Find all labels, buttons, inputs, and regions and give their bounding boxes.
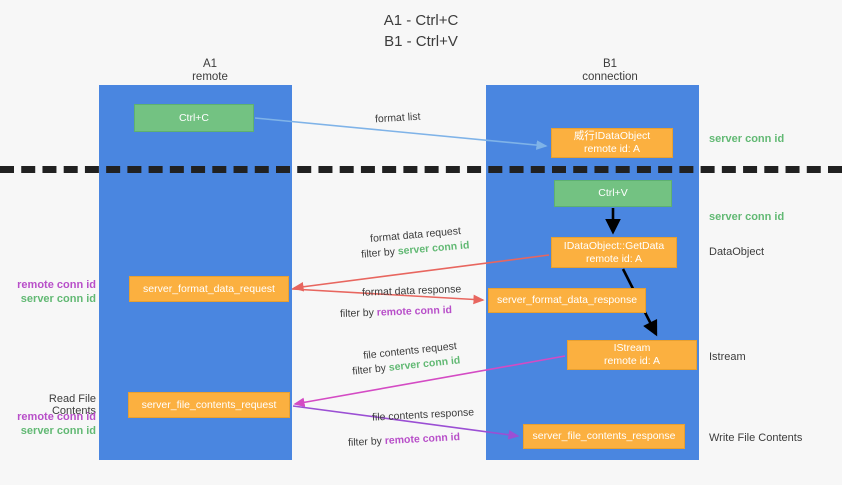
box-ctrl-v[interactable]: Ctrl+V xyxy=(554,180,672,207)
title-line-1: A1 - Ctrl+C xyxy=(383,12,459,29)
box-server-format-data-response-label: server_format_data_response xyxy=(496,294,638,306)
label-write-file-contents: Write File Contents xyxy=(709,432,803,444)
box-ctrl-c[interactable]: Ctrl+C xyxy=(134,104,254,132)
edge-label-format-list: format list xyxy=(375,110,421,127)
edge-label-format-list-text: format list xyxy=(374,110,421,126)
box-server-format-data-response[interactable]: server_format_data_response xyxy=(488,288,646,313)
column-header-b1: B1 connection xyxy=(530,58,690,84)
label-dataobject: DataObject xyxy=(709,246,765,258)
column-a1-sub: remote xyxy=(192,71,228,83)
box-idataobject-getdata[interactable]: IDataObject::GetData remote id: A xyxy=(551,237,677,268)
filter-prefix: filter by xyxy=(351,361,390,378)
box-istream-line1: IStream xyxy=(613,342,651,354)
column-a1-name: A1 xyxy=(202,58,218,70)
box-server-format-data-request[interactable]: server_format_data_request xyxy=(129,276,289,302)
title-line-2: B1 - Ctrl+V xyxy=(384,33,458,50)
arrow-format-data-request xyxy=(292,254,550,292)
label-server-conn-id-2: server conn id xyxy=(20,425,96,437)
label-remote-conn-id-2: remote conn id xyxy=(17,411,96,423)
arrow-file-contents-response xyxy=(292,405,520,440)
box-server-file-contents-request-label: server_file_contents_request xyxy=(141,398,277,411)
filter-prefix: filter by xyxy=(339,306,377,320)
edge-label-format-data-response-text: format data response xyxy=(361,283,462,299)
box-ctrl-c-label: Ctrl+C xyxy=(178,111,210,124)
box-server-file-contents-response[interactable]: server_file_contents_response xyxy=(523,424,685,449)
box-getdata-line2: remote id: A xyxy=(585,252,643,265)
box-idataobject-line2: remote id: A xyxy=(583,143,641,155)
box-getdata-line1: IDataObject::GetData xyxy=(563,239,665,252)
label-conn-ids-format: remote conn id server conn id xyxy=(10,278,96,306)
box-ctrl-v-label: Ctrl+V xyxy=(598,187,628,199)
label-server-conn-id-1: server conn id xyxy=(20,293,96,305)
column-b1-name: B1 xyxy=(602,58,618,70)
box-server-format-data-request-label: server_format_data_request xyxy=(143,282,275,295)
label-istream: Istream xyxy=(709,351,746,363)
label-conn-ids-file: remote conn id server conn id xyxy=(10,410,96,438)
box-istream[interactable]: IStream remote id: A xyxy=(567,340,697,370)
page-title: A1 - Ctrl+C B1 - Ctrl+V xyxy=(0,10,842,52)
filter-value-remote-conn-id: remote conn id xyxy=(376,304,453,319)
box-istream-line2: remote id: A xyxy=(603,355,661,367)
filter-prefix: filter by xyxy=(360,245,399,261)
filter-prefix: filter by xyxy=(347,435,386,449)
label-server-conn-id-top: server conn id xyxy=(709,133,785,145)
box-server-file-contents-response-label: server_file_contents_response xyxy=(532,430,676,442)
arrow-format-data-response xyxy=(291,288,485,305)
phase-divider xyxy=(0,166,842,173)
column-b1-sub: connection xyxy=(582,71,638,83)
label-remote-conn-id-1: remote conn id xyxy=(17,279,96,291)
filter-value-remote-conn-id: remote conn id xyxy=(384,431,461,447)
column-header-a1: A1 remote xyxy=(130,58,290,84)
box-idataobject-line1: 威行IDataObject xyxy=(573,130,651,142)
label-server-conn-id-mid: server conn id xyxy=(709,211,785,223)
label-read-file-contents: Read File Contents xyxy=(48,393,96,417)
arrow-format-list xyxy=(254,117,548,150)
box-server-file-contents-request[interactable]: server_file_contents_request xyxy=(128,392,290,418)
arrow-file-contents-request xyxy=(293,355,566,408)
box-idataobject[interactable]: 威行IDataObject remote id: A xyxy=(551,128,673,158)
